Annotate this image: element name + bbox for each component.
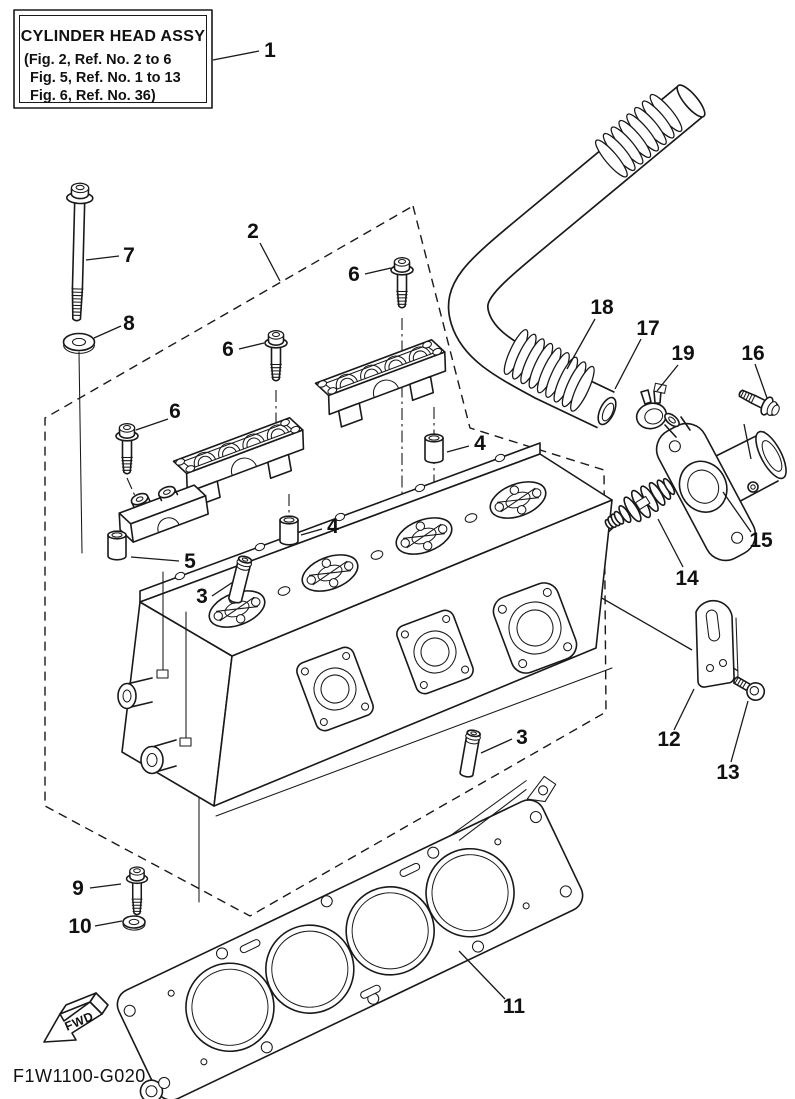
callout-6a: 6	[348, 263, 360, 286]
callout-7: 7	[123, 244, 135, 267]
leader-lines	[85, 50, 768, 1000]
part-head-bolt-7	[65, 182, 94, 322]
part-thermostat-14	[604, 477, 676, 530]
title-box-ref-3: Fig. 6, Ref. No. 36)	[30, 88, 156, 104]
callout-8: 8	[123, 312, 135, 335]
callout-6c: 6	[169, 400, 181, 423]
combustion-chamber-detail	[208, 481, 547, 628]
callout-5: 5	[184, 550, 196, 573]
part-washer-8	[62, 332, 96, 354]
part-valve-guide-3b	[457, 728, 483, 779]
part-dowel-pin-4b	[279, 515, 299, 546]
hose-spring-18	[503, 329, 595, 412]
fwd-arrow: FWD	[43, 992, 109, 1043]
callout-9: 9	[72, 877, 84, 900]
callout-3b: 3	[516, 726, 528, 749]
callout-17: 17	[636, 317, 659, 340]
callout-14: 14	[675, 567, 699, 590]
title-box-title: CYLINDER HEAD ASSY	[21, 28, 205, 45]
callout-18: 18	[590, 296, 614, 319]
title-box-ref-2: Fig. 5, Ref. No. 1 to 13	[30, 70, 181, 86]
callout-11: 11	[503, 995, 526, 1018]
callout-13: 13	[716, 761, 739, 784]
part-cap-bolt-6a	[390, 256, 414, 309]
callout-19: 19	[671, 342, 694, 365]
callout-4b: 4	[327, 515, 339, 538]
title-box: CYLINDER HEAD ASSY (Fig. 2, Ref. No. 2 t…	[13, 9, 213, 109]
callout-10: 10	[68, 915, 91, 938]
hose-end-17	[597, 396, 617, 426]
part-breather-hose	[447, 84, 706, 429]
callout-3a: 3	[196, 585, 208, 608]
dashed-assembly-boundary	[44, 204, 607, 917]
part-washer-10	[122, 915, 146, 931]
part-flange-bolt-9	[125, 866, 149, 916]
part-thermostat-housing-15	[655, 412, 787, 562]
part-bracket-bolt-13	[733, 676, 766, 701]
callout-16: 16	[741, 342, 764, 365]
left-end-bosses	[117, 677, 177, 775]
exhaust-port-flanges	[296, 582, 578, 732]
callout-2: 2	[247, 220, 259, 243]
callout-4a: 4	[474, 432, 486, 455]
callout-15: 15	[749, 529, 773, 552]
part-camshaft-cap-ladder-2	[314, 336, 458, 431]
part-dowel-pin-4a	[424, 433, 444, 464]
callout-1: 1	[264, 39, 276, 62]
part-housing-bolt-16	[734, 383, 784, 421]
hose-spring-upper	[594, 93, 683, 178]
part-cylinder-head	[117, 442, 613, 817]
part-cap-bolt-6b	[264, 329, 288, 382]
fwd-label: FWD	[63, 1009, 96, 1034]
callout-6b: 6	[222, 338, 234, 361]
part-hose-clamp-19	[635, 382, 668, 430]
part-camshaft-cap-block	[118, 484, 209, 543]
callout-12: 12	[657, 728, 680, 751]
part-dowel-pin-5	[107, 530, 127, 561]
title-box-ref-1: (Fig. 2, Ref. No. 2 to 6	[24, 52, 171, 68]
figure-code: F1W1100-G020	[13, 1066, 146, 1086]
part-cap-bolt-6c	[115, 422, 139, 475]
part-head-gasket-11	[116, 775, 584, 1099]
part-bracket-12	[695, 599, 739, 688]
